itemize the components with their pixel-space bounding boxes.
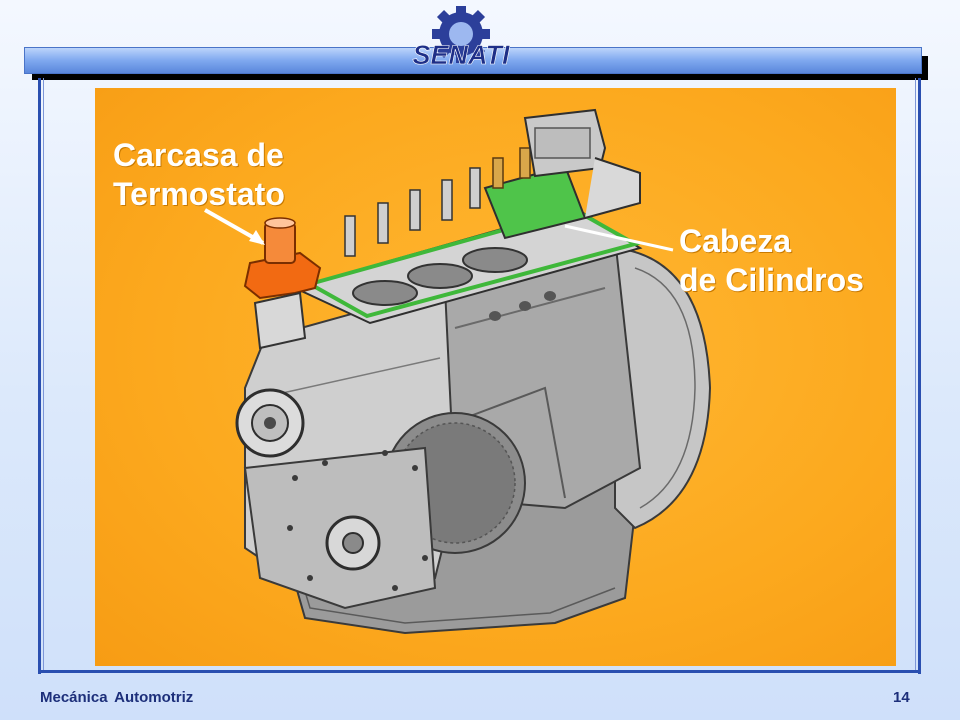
callout-thermostat-line2: Termostato (113, 176, 285, 212)
frame-bottom (38, 670, 921, 673)
engine-illustration-panel: Carcasa de Termostato Cabeza de Cilindro… (95, 88, 896, 666)
frame-inner-right (915, 78, 916, 670)
frame-inner-left (43, 78, 44, 670)
senati-logo: SENATI (412, 6, 510, 70)
callout-head-line2: de Cilindros (679, 262, 864, 298)
callout-head-line1: Cabeza (679, 223, 792, 259)
frame-left (38, 78, 41, 674)
callout-cylinder-head: Cabeza de Cilindros (679, 222, 864, 300)
footer-course-title: Mecánica Automotriz (40, 689, 194, 706)
logo-text: SENATI (412, 40, 510, 70)
frame-right (918, 78, 921, 674)
callout-thermostat-housing: Carcasa de Termostato (113, 136, 285, 214)
footer-page-number: 14 (893, 689, 910, 706)
callout-thermostat-line1: Carcasa de (113, 137, 284, 173)
engine-block-illustration (204, 108, 712, 635)
